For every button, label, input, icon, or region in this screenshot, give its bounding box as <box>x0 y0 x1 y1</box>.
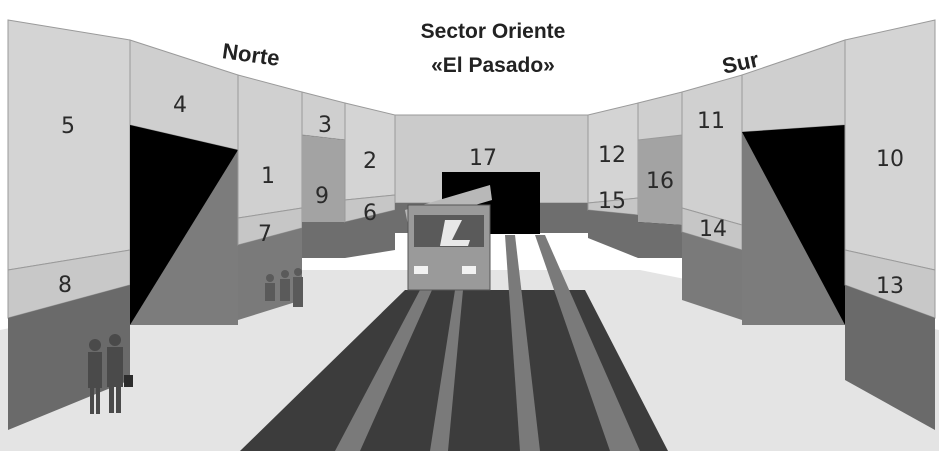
zone-label-6: 6 <box>363 201 377 226</box>
title-line-2: «El Pasado» <box>431 54 555 77</box>
people-mid-group <box>265 268 303 307</box>
wall-panel-16-dark <box>638 222 682 258</box>
zone-label-16: 16 <box>646 169 674 194</box>
train <box>405 185 492 291</box>
wall-panel-10 <box>844 19 936 271</box>
wall-panel-5-upper <box>7 19 131 271</box>
wall-panel-14-dark <box>682 232 742 320</box>
wall-panel-dark-left <box>8 285 130 430</box>
wall-panel-6-dark <box>345 210 395 258</box>
wall-panel-right-diag <box>742 132 845 325</box>
train-logo <box>440 220 470 246</box>
zone-label-9: 9 <box>315 184 329 209</box>
opening-left-black <box>130 125 238 325</box>
zone-label-2: 2 <box>363 149 377 174</box>
wall-panel-1 <box>237 74 303 219</box>
rail-2 <box>430 290 463 451</box>
wall-panel-11 <box>681 74 743 226</box>
rail-3 <box>505 235 540 451</box>
wall-panel-9-dark <box>302 222 345 258</box>
rail-4 <box>535 235 640 451</box>
zone-label-7: 7 <box>258 222 272 247</box>
wall-panel-dark-right <box>845 285 935 430</box>
opening-16-shade <box>638 135 682 225</box>
zone-label-8: 8 <box>58 273 72 298</box>
train-headlight-right <box>462 266 476 274</box>
rail-1 <box>335 290 432 451</box>
wall-panel-15-dark <box>588 210 638 258</box>
zone-label-12: 12 <box>598 143 626 168</box>
zone-label-11: 11 <box>697 109 725 134</box>
zone-label-3: 3 <box>318 113 332 138</box>
zone-label-10: 10 <box>876 147 904 172</box>
title-line-1: Sector Oriente <box>421 20 566 43</box>
opening-9-shade <box>302 135 345 222</box>
people-left-group <box>88 334 133 414</box>
zone-label-15: 15 <box>598 189 626 214</box>
wall-panel-left-diag <box>130 150 238 325</box>
zone-label-4: 4 <box>173 93 187 118</box>
zone-label-17: 17 <box>469 146 497 171</box>
train-headlight-left <box>414 266 428 274</box>
zone-label-13: 13 <box>876 274 904 299</box>
zone-label-1: 1 <box>261 164 275 189</box>
zone-label-5: 5 <box>61 114 75 139</box>
zone-label-14: 14 <box>699 217 727 242</box>
opening-right-black <box>742 125 845 325</box>
